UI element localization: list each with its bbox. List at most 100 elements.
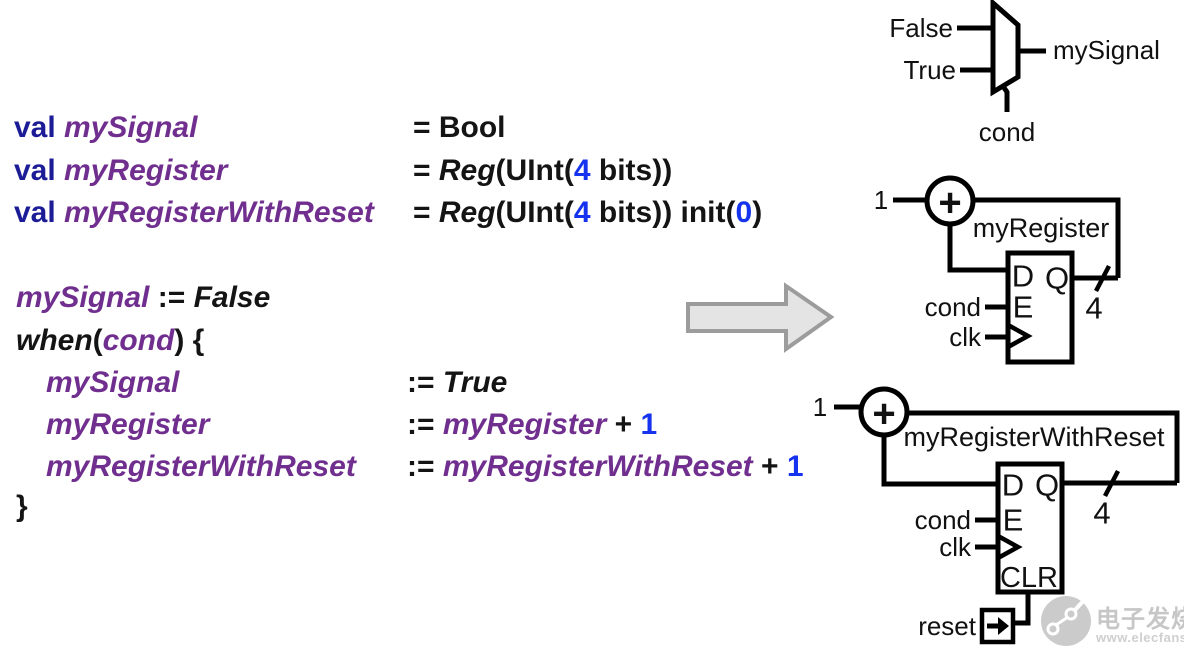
enable-label: cond <box>925 292 981 322</box>
watermark-url: www.elecfans.com <box>1096 630 1184 645</box>
code-segment: cond <box>102 324 175 357</box>
code-line: when(cond) { <box>0 323 860 363</box>
clear-wire <box>1014 592 1031 626</box>
bus-slash <box>1094 264 1111 293</box>
code-line: } <box>0 489 860 529</box>
code-segment: := <box>407 366 443 399</box>
adder-to-d-wire <box>947 223 1009 273</box>
code-segment: := <box>149 281 194 314</box>
code-segment: (UInt( <box>495 154 574 187</box>
code-segment: := <box>407 408 443 441</box>
code-segment: 1 <box>640 408 658 441</box>
transform-arrow <box>686 282 835 353</box>
plus-icon: + <box>938 181 961 225</box>
code-segment: := <box>407 450 443 483</box>
code-segment: mySignal <box>64 111 198 144</box>
code-line: val myRegister= Reg(UInt(4 bits)) <box>0 153 860 193</box>
code-segment: = Bool <box>413 111 506 144</box>
code-segment: = <box>413 196 439 229</box>
code-segment: + <box>606 408 641 441</box>
right-arrow-icon <box>686 282 835 353</box>
mux-select-label: cond <box>979 117 1035 147</box>
enable-label: cond <box>915 505 971 535</box>
code-segment: myRegisterWithReset <box>442 450 753 483</box>
clock-label: clk <box>949 322 982 352</box>
code-segment: bits)) init( <box>590 196 736 229</box>
code-column: val myRegister <box>14 153 227 189</box>
code-column: := True <box>407 365 507 401</box>
code-column: when(cond) { <box>16 323 204 359</box>
code-column: val mySignal <box>14 110 197 146</box>
code-column: = Bool <box>413 110 506 146</box>
code-segment: 4 <box>573 196 591 229</box>
code-segment: True <box>442 366 508 399</box>
mux-diagram: False True mySignal cond <box>889 0 1160 147</box>
code-segment: val <box>14 154 65 187</box>
code-segment: (UInt( <box>495 196 574 229</box>
q-port-label: Q <box>1035 468 1059 503</box>
code-line: myRegister:= myRegister + 1 <box>0 407 860 447</box>
code-segment: Reg <box>438 154 496 187</box>
reset-arrow-icon <box>998 617 1009 635</box>
code-segment: val <box>14 111 65 144</box>
code-segment: myRegister <box>46 408 210 441</box>
mux-input-true-label: True <box>904 55 957 85</box>
code-segment: mySignal <box>46 366 180 399</box>
register-title: myRegister <box>973 213 1110 243</box>
code-segment: myRegister <box>442 408 607 441</box>
code-segment: + <box>752 450 787 483</box>
d-port-label: D <box>1002 468 1024 503</box>
mux-body <box>990 0 1021 97</box>
code-segment: ( <box>92 324 103 357</box>
code-line: mySignal := False <box>0 280 860 320</box>
clock-triangle-icon <box>1006 323 1033 349</box>
clock-triangle-icon <box>996 534 1023 560</box>
register-title: myRegisterWithReset <box>903 422 1165 452</box>
code-segment: ) { <box>174 324 205 357</box>
bus-width-label: 4 <box>1093 496 1110 531</box>
code-segment: = <box>413 154 439 187</box>
code-segment: myRegisterWithReset <box>64 196 374 229</box>
code-column: myRegisterWithReset <box>46 449 356 485</box>
code-segment: } <box>16 490 28 523</box>
code-line: val myRegisterWithReset = Reg(UInt(4 bits… <box>0 195 860 235</box>
register-box <box>995 461 1065 595</box>
adder-circle <box>924 175 976 227</box>
register-box <box>1005 250 1075 365</box>
code-segment: myRegisterWithReset <box>46 450 356 483</box>
plus-icon: + <box>872 392 895 436</box>
code-segment: myRegister <box>64 154 228 187</box>
mux-input-false-label: False <box>889 13 953 43</box>
adder-circle <box>858 386 910 438</box>
reset-label: reset <box>918 611 977 641</box>
code-column: mySignal <box>46 365 179 401</box>
myregister-diagram: + 1 myRegister D Q E cond clk 4 <box>874 175 1121 365</box>
code-column: val myRegisterWithReset <box>14 195 374 231</box>
code-segment: Reg <box>438 196 496 229</box>
code-column: = Reg(UInt(4 bits)) init(0) <box>413 195 762 231</box>
code-segment: mySignal <box>16 281 150 314</box>
adder-input-label: 1 <box>813 392 827 422</box>
code-segment: False <box>193 281 271 314</box>
e-port-label: E <box>1003 503 1024 538</box>
adder-to-d-wire <box>881 434 999 487</box>
code-column: := myRegisterWithReset + 1 <box>407 449 804 485</box>
clear-label: CLR <box>1000 562 1058 594</box>
code-column: mySignal := False <box>16 280 270 316</box>
code-column: } <box>16 489 28 525</box>
e-port-label: E <box>1013 290 1034 325</box>
code-column: myRegister <box>46 407 209 443</box>
code-line: myRegisterWithReset:= myRegisterWithRese… <box>0 449 860 489</box>
code-segment: ) <box>752 196 763 229</box>
adder-input-label: 1 <box>874 185 888 215</box>
elecfans-logo-icon <box>1041 595 1091 646</box>
mux-output-label: mySignal <box>1053 35 1160 65</box>
code-segment: when <box>16 324 93 357</box>
bus-width-label: 4 <box>1085 291 1102 326</box>
feedback-wire <box>906 410 1180 483</box>
code-segment: val <box>14 196 65 229</box>
code-column: := myRegister + 1 <box>407 407 657 443</box>
code-line: val mySignal = Bool <box>0 110 860 150</box>
bus-slash <box>1103 469 1120 498</box>
